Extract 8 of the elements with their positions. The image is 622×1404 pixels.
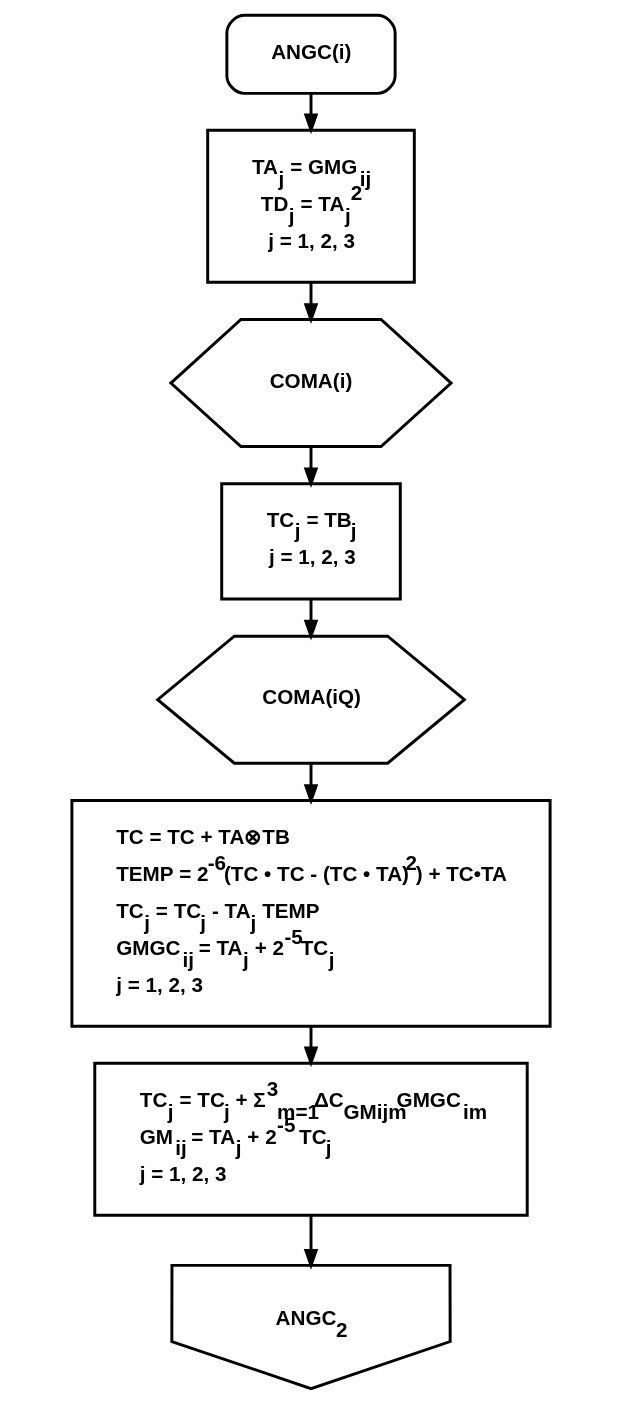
- arrow: [303, 93, 319, 135]
- arrow: [303, 598, 319, 641]
- arrow: [303, 1215, 319, 1270]
- arrow: [303, 282, 319, 324]
- arrow: [303, 763, 319, 805]
- node-box: ANGC(i): [225, 13, 397, 95]
- arrow: [303, 446, 319, 489]
- arrow: [303, 1026, 319, 1068]
